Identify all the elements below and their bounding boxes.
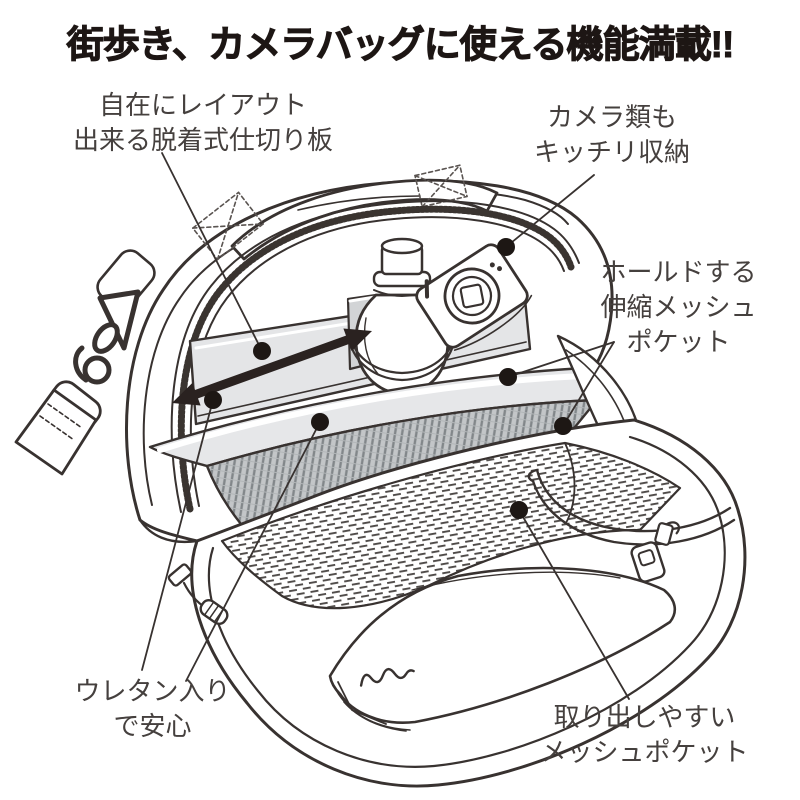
compact-camera bbox=[415, 243, 533, 351]
divider-slide-arrow bbox=[172, 328, 372, 406]
dot-mesh-flap bbox=[510, 501, 528, 519]
leader-camera bbox=[505, 174, 595, 248]
marker-dots bbox=[204, 238, 572, 519]
leader-partition bbox=[161, 152, 263, 352]
callout-meshhold-line2: 伸縮メッシュ bbox=[600, 292, 757, 323]
zipper-slider-flap bbox=[654, 521, 681, 546]
callout-meshhold-line3: ポケット bbox=[626, 327, 731, 358]
leader-meshhold-b bbox=[562, 341, 615, 427]
callout-mesheasy-line1: 取り出しやすい bbox=[553, 702, 736, 732]
callout-meshhold-line1: ホールドする bbox=[600, 257, 757, 287]
handle-stitch-left bbox=[192, 191, 264, 261]
dot-camera bbox=[497, 238, 515, 256]
dot-mesh-inner bbox=[499, 368, 517, 386]
callout-partition-line1: 自在にレイアウト bbox=[98, 90, 307, 120]
leader-meshhold-a bbox=[507, 341, 615, 378]
callout-partition-line2: 出来る脱着式仕切り板 bbox=[72, 125, 333, 156]
leader-lines bbox=[141, 152, 630, 700]
flap-mesh bbox=[220, 441, 682, 610]
leader-urethane-a bbox=[141, 399, 214, 671]
zipper-pull-tab-flap bbox=[630, 541, 666, 583]
flap-pocket-zipper bbox=[527, 468, 736, 583]
callout-camera-storage: カメラ類も キッチリ収納 bbox=[487, 100, 737, 170]
callout-mesheasy-line2: メッシュポケット bbox=[540, 737, 749, 768]
leader-urethane-b bbox=[185, 421, 321, 682]
callout-stretch-mesh-pocket: ホールドする 伸縮メッシュ ポケット bbox=[566, 255, 791, 360]
callout-easy-access-mesh-pocket: 取り出しやすい メッシュポケット bbox=[502, 700, 787, 770]
dot-urethane-left bbox=[204, 391, 222, 409]
callout-urethane-padding: ウレタン入り で安心 bbox=[30, 674, 275, 744]
callout-urethane-line1: ウレタン入り bbox=[74, 676, 231, 706]
water-bottle bbox=[348, 237, 457, 396]
page-title: 街歩き、カメラバッグに使える機能満載!! bbox=[66, 23, 735, 65]
shoulder-strap bbox=[14, 249, 156, 476]
dot-partition bbox=[253, 342, 271, 360]
dot-mesh-flap-top bbox=[554, 417, 572, 435]
flap-pocket-item bbox=[328, 566, 677, 732]
leader-mesheasy bbox=[518, 509, 630, 700]
dot-urethane-right bbox=[311, 413, 329, 431]
callout-partition: 自在にレイアウト 出来る脱着式仕切り板 bbox=[33, 88, 373, 158]
callout-camera-line2: キッチリ収納 bbox=[533, 137, 690, 168]
item-logo-squiggle bbox=[359, 667, 415, 687]
callout-camera-line1: カメラ類も bbox=[546, 102, 677, 132]
callout-urethane-line2: で安心 bbox=[113, 711, 192, 742]
